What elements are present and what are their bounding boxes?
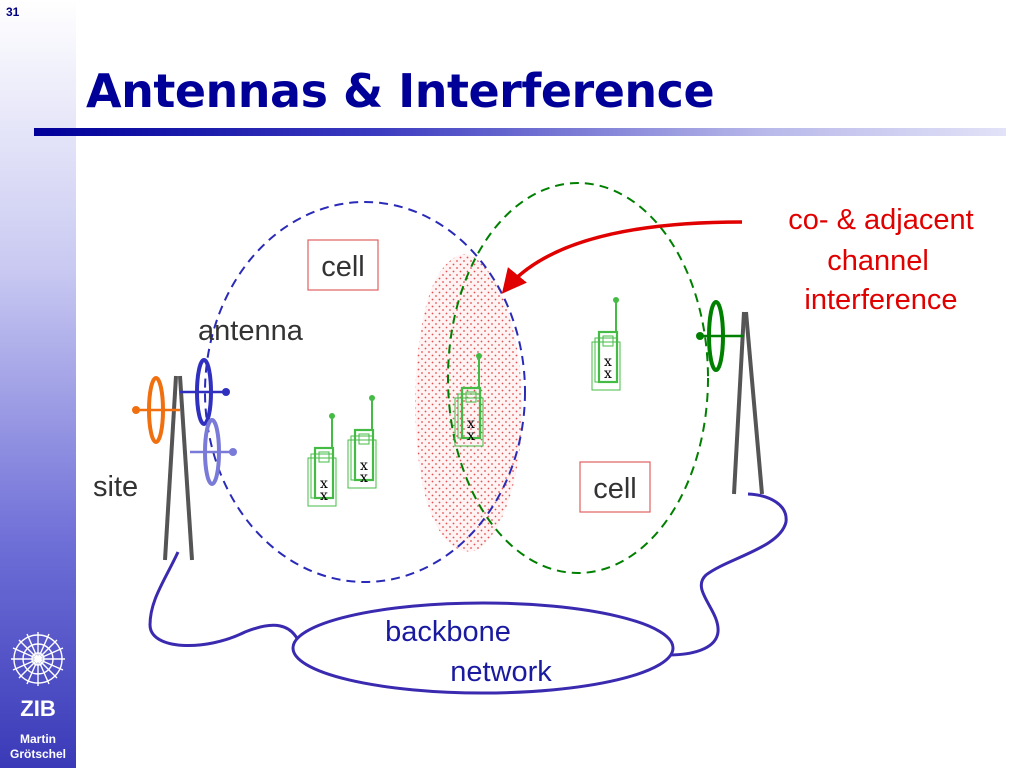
phone-mark: x — [467, 416, 475, 432]
phone-mark: x — [360, 458, 368, 474]
backbone-link-right — [667, 492, 788, 657]
blue-antenna-icon — [180, 358, 230, 426]
interference-label-line-2: channel — [827, 245, 929, 277]
logo-text: ZIB — [20, 696, 55, 721]
title-underline — [34, 128, 1006, 136]
backbone-link-left — [148, 551, 300, 647]
author-line-2: Grötschel — [9, 747, 66, 761]
right-cell-boundary — [447, 182, 709, 574]
right-tower — [732, 311, 764, 495]
right-cell-label: cell — [593, 473, 637, 505]
backbone-label-line-2: network — [450, 656, 552, 688]
author-line-1: Martin — [20, 732, 56, 746]
right-cell-label-box — [579, 461, 651, 513]
phone-mark: x — [360, 470, 368, 486]
slide-title: Antennas & Interference — [86, 64, 715, 118]
interference-label-line-1: co- & adjacent — [788, 204, 973, 236]
zib-logo: ZIB — [11, 632, 65, 721]
interference-label-line-3: interference — [804, 284, 957, 316]
green-antenna-icon — [696, 300, 744, 372]
interference-arrow — [501, 220, 743, 294]
mobile-phone-icon: x x — [453, 351, 485, 448]
orange-antenna-icon — [132, 376, 180, 444]
phone-mark: x — [604, 354, 612, 370]
interference-region — [415, 254, 523, 552]
left-cell-label-box — [307, 239, 379, 291]
phone-mark: x — [320, 488, 328, 504]
mobile-phone-icon: x x — [346, 393, 378, 490]
author-name: Martin Grötschel — [0, 732, 76, 762]
backbone-label-line-1: backbone — [385, 616, 511, 648]
left-tower — [163, 375, 194, 561]
backbone-network — [291, 601, 675, 695]
phone-mark: x — [467, 428, 475, 444]
site-label: site — [93, 471, 138, 503]
mobile-phone-icon: x x — [306, 411, 338, 508]
slide-number: 31 — [6, 5, 20, 19]
antenna-label: antenna — [198, 315, 304, 347]
mobile-phone-icon: x x — [590, 295, 622, 392]
phone-mark: x — [604, 366, 612, 382]
phone-mark: x — [320, 476, 328, 492]
left-cell-boundary — [204, 201, 526, 583]
left-cell-label: cell — [321, 251, 365, 283]
lavender-antenna-icon — [190, 418, 237, 486]
